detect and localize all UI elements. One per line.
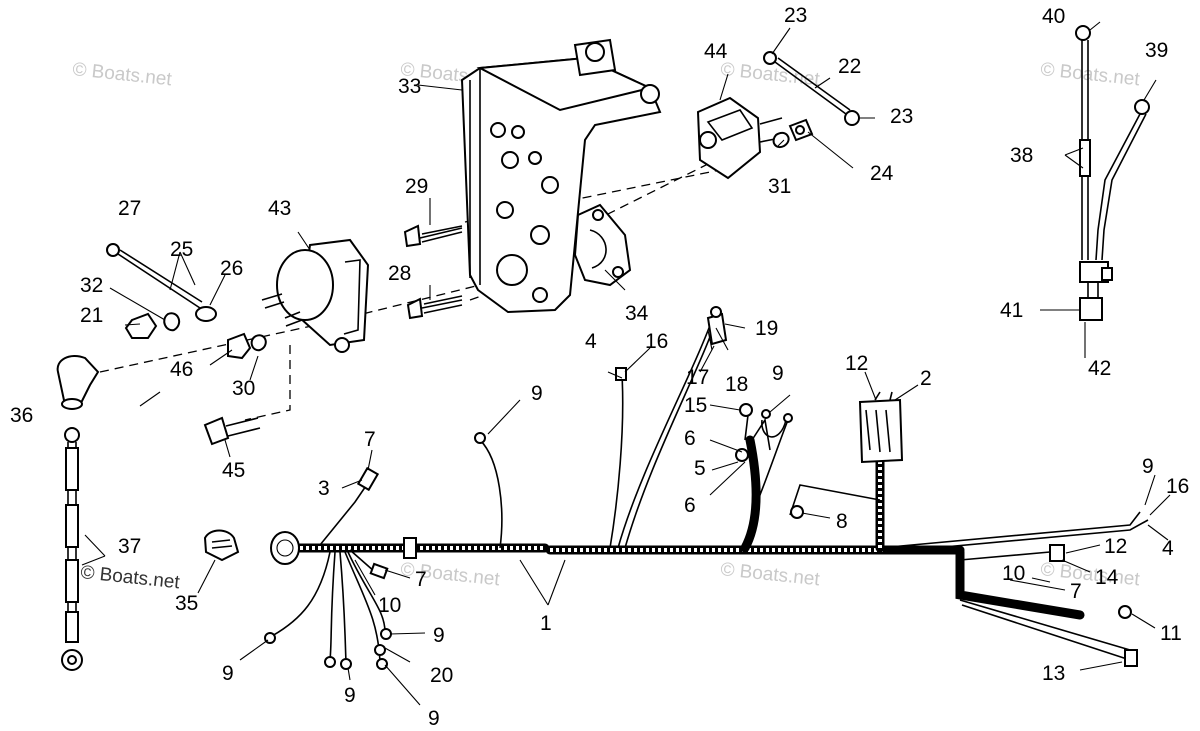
callout-22: 22 xyxy=(838,55,861,78)
callout-27: 27 xyxy=(118,197,141,220)
callout-33: 33 xyxy=(398,75,421,98)
callout-3: 3 xyxy=(318,477,330,500)
callout-12: 12 xyxy=(1104,535,1127,558)
callout-30: 30 xyxy=(232,377,255,400)
callout-7: 7 xyxy=(1070,580,1082,603)
callout-14: 14 xyxy=(1095,566,1119,589)
callout-16: 16 xyxy=(645,330,668,353)
callout-19: 19 xyxy=(755,317,778,340)
callout-9: 9 xyxy=(433,624,445,647)
cable-clamp xyxy=(203,529,240,562)
callout-36: 36 xyxy=(10,404,33,427)
callout-13: 13 xyxy=(1042,662,1065,685)
callout-40: 40 xyxy=(1042,5,1065,28)
callout-31: 31 xyxy=(768,175,791,198)
callout-25: 25 xyxy=(170,238,193,261)
solenoid-leads xyxy=(106,243,267,360)
callout-1: 1 xyxy=(540,612,552,635)
callout-5: 5 xyxy=(694,457,706,480)
callout-11: 11 xyxy=(1160,622,1182,645)
callout-17: 17 xyxy=(686,366,709,389)
bolt xyxy=(203,416,261,446)
callout-10: 10 xyxy=(1002,562,1025,585)
callout-16: 16 xyxy=(1166,475,1189,498)
callout-9: 9 xyxy=(428,707,440,730)
callout-7: 7 xyxy=(415,568,427,591)
callout-23: 23 xyxy=(784,4,807,27)
callout-6: 6 xyxy=(684,427,696,450)
callout-24: 24 xyxy=(870,162,894,185)
callout-2: 2 xyxy=(920,367,932,390)
callout-42: 42 xyxy=(1088,357,1111,380)
callout-37: 37 xyxy=(118,535,141,558)
clamp-plate xyxy=(573,203,632,287)
relay xyxy=(696,96,783,180)
callout-4: 4 xyxy=(585,330,597,353)
callout-38: 38 xyxy=(1010,144,1033,167)
callout-32: 32 xyxy=(80,274,103,297)
callout-9: 9 xyxy=(222,662,234,685)
callout-12: 12 xyxy=(845,352,868,375)
callout-35: 35 xyxy=(175,592,198,615)
callout-29: 29 xyxy=(405,175,428,198)
callout-20: 20 xyxy=(430,664,453,687)
watermarks: © Boats.net © Boats.net © Boats.net © Bo… xyxy=(71,59,1141,593)
callout-15: 15 xyxy=(684,394,707,417)
callout-10: 10 xyxy=(378,594,401,617)
callout-8: 8 xyxy=(836,510,848,533)
callout-46: 46 xyxy=(170,358,193,381)
watermark: © Boats.net xyxy=(71,59,173,90)
callout-9: 9 xyxy=(1142,455,1154,478)
callout-9: 9 xyxy=(344,684,356,707)
callout-43: 43 xyxy=(268,197,291,220)
callout-41: 41 xyxy=(1000,299,1023,322)
callout-23: 23 xyxy=(890,105,913,128)
screws xyxy=(403,224,463,320)
battery-cable xyxy=(56,354,100,671)
callout-28: 28 xyxy=(388,262,411,285)
callout-7: 7 xyxy=(364,428,376,451)
callout-6: 6 xyxy=(684,494,696,517)
watermark: © Boats.net xyxy=(79,562,181,593)
main-harness xyxy=(264,306,1149,670)
leader-lines xyxy=(81,21,1171,706)
callout-39: 39 xyxy=(1145,39,1168,62)
callout-9: 9 xyxy=(531,382,543,405)
callouts: 1 2 3 4 4 5 6 6 7 7 7 8 9 9 9 9 9 9 9 10… xyxy=(10,4,1189,730)
trim-harness xyxy=(1075,25,1150,321)
assembly-lines xyxy=(99,137,761,421)
callout-45: 45 xyxy=(222,459,245,482)
callout-34: 34 xyxy=(625,302,649,325)
solenoid xyxy=(261,238,370,353)
callout-18: 18 xyxy=(725,373,748,396)
watermark: © Boats.net xyxy=(1039,559,1141,590)
callout-9: 9 xyxy=(772,362,784,385)
callout-44: 44 xyxy=(704,40,728,63)
callout-4: 4 xyxy=(1162,537,1174,560)
callout-26: 26 xyxy=(220,257,243,280)
mounting-bracket xyxy=(460,38,662,314)
watermark: © Boats.net xyxy=(1039,59,1141,90)
ground-lead xyxy=(763,51,860,148)
watermark: © Boats.net xyxy=(719,559,821,590)
callout-21: 21 xyxy=(80,304,103,327)
